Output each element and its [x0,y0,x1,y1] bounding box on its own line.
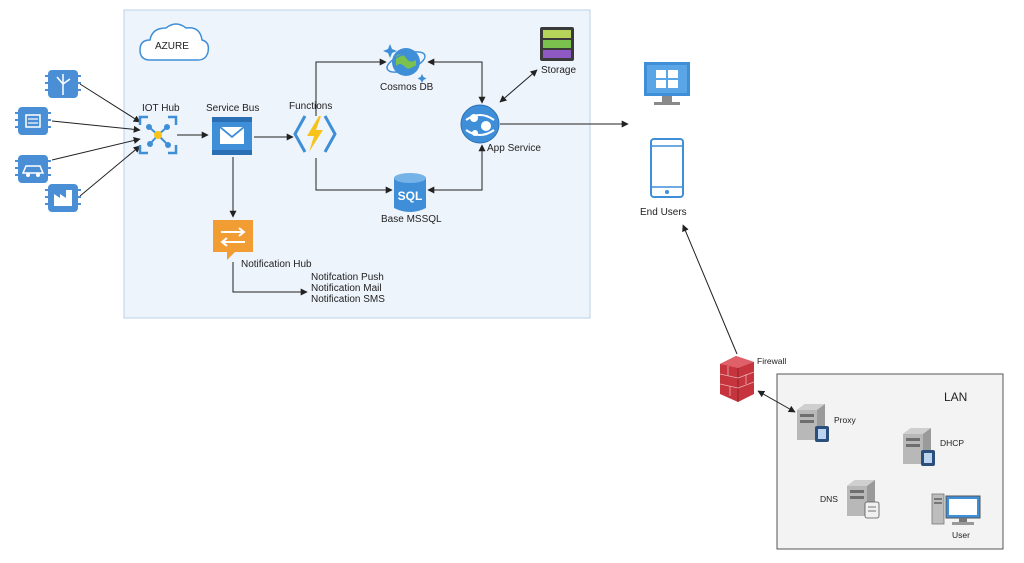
azure-container [123,9,591,319]
azure-label: AZURE [155,41,189,52]
windows-monitor-icon [644,62,690,105]
car-icon [15,155,51,183]
functions-label: Functions [289,101,332,112]
wind-turbine-icon [45,70,81,98]
notification-hub-icon [213,220,253,260]
server-icon [847,480,880,519]
sql-badge: SQL [398,189,423,203]
base-mssql-label: Base MSSQL [381,214,442,225]
app-service-label: App Service [487,143,541,154]
notification-push: Notifcation Push [311,272,384,283]
firewall-proxy-arrow [757,390,796,413]
end-users-label: End Users [640,207,687,218]
storage-label: Storage [541,65,576,76]
server-icon [797,404,829,442]
firewall-to-users-arrow [682,224,738,355]
device-arrows [51,83,141,197]
iot-hub-label: IOT Hub [142,103,180,114]
azure-cloud-icon: AZURE [139,23,210,61]
firewall-icon [719,356,755,402]
dhcp-label: DHCP [940,438,964,448]
iot-hub-icon [138,115,178,155]
sql-database-icon: SQL [394,173,426,212]
cosmos-db-label: Cosmos DB [380,82,434,93]
notification-sms: Notification SMS [311,294,385,305]
cosmos-app-arrow [427,58,486,104]
functions-to-cosmos-arrow [315,58,387,116]
app-storage-arrow [499,69,538,103]
app-sql-arrow [427,144,486,194]
lan-label: LAN [944,390,967,404]
mobile-phone-icon [650,138,684,198]
cosmos-db-icon [383,44,427,83]
dns-label: DNS [820,494,838,504]
firewall-label: Firewall [757,356,786,366]
notification-out-arrow [232,262,308,296]
functions-icon [293,115,337,153]
server-icon [903,428,935,466]
app-service-icon [460,104,500,144]
service-bus-label: Service Bus [206,103,259,114]
storage-icon [540,27,574,61]
user-label: User [952,530,970,540]
desktop-computer-icon [931,493,981,525]
proxy-label: Proxy [834,415,856,425]
chip-icon [15,107,51,135]
factory-icon [45,184,81,212]
notification-mail: Notification Mail [311,283,382,294]
functions-to-sql-arrow [315,158,393,194]
service-bus-icon [212,117,252,155]
notification-hub-label: Notification Hub [241,259,312,270]
